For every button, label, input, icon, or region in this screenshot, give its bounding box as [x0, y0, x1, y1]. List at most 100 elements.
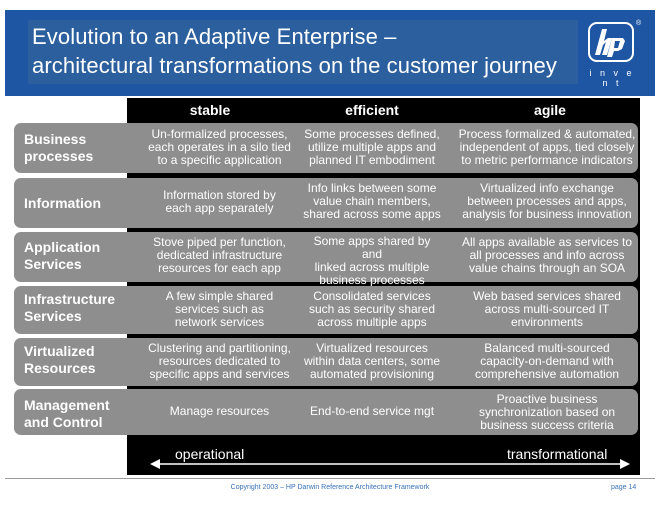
- cell-line: All apps available as services to: [461, 235, 633, 249]
- cell-line: End-to-end service mgt: [309, 404, 435, 418]
- cell-application-efficient: Some apps shared by and linked across mu…: [302, 235, 442, 287]
- cell-line: business success criteria: [480, 418, 614, 432]
- row-label-management-control: Management and Control: [24, 397, 110, 431]
- cell-line: business processes: [319, 273, 425, 287]
- row-label-line: Management: [24, 397, 110, 413]
- footer-divider: [5, 478, 655, 479]
- row-application-services: [14, 232, 638, 282]
- row-label-line: Resources: [24, 360, 96, 376]
- cell-line: A few simple shared: [165, 289, 274, 303]
- cell-management-agile: Proactive business synchronization based…: [452, 393, 642, 432]
- cell-line: all processes and info across: [469, 248, 625, 262]
- cell-line: environments: [510, 315, 584, 329]
- cell-line: Virtualized info exchange: [480, 181, 614, 195]
- row-label-virtualized-resources: Virtualized Resources: [24, 343, 96, 377]
- cell-business-stable: Un-formalized processes, each operates i…: [137, 128, 302, 167]
- cell-line: specific apps and services: [149, 367, 290, 381]
- cell-line: value chain members,: [313, 194, 431, 208]
- row-label-line: and Control: [24, 414, 103, 430]
- cell-management-efficient: End-to-end service mgt: [302, 405, 442, 418]
- cell-line: planned IT embodiment: [309, 153, 435, 167]
- cell-virtualized-stable: Clustering and partitioning, resources d…: [137, 342, 302, 381]
- row-label-line: Information: [24, 195, 101, 211]
- row-label-line: Services: [24, 308, 82, 324]
- cell-line: resources dedicated to: [158, 354, 281, 368]
- cell-line: utilize multiple apps and: [307, 140, 437, 154]
- row-label-infrastructure-services: Infrastructure Services: [24, 291, 115, 325]
- cell-line: Clustering and partitioning,: [148, 341, 291, 355]
- column-header-stable: stable: [189, 102, 231, 118]
- title-box: Evolution to an Adaptive Enterprise – ar…: [28, 20, 578, 84]
- cell-business-agile: Process formalized & automated, independ…: [452, 128, 642, 167]
- column-header-efficient: efficient: [345, 102, 399, 118]
- row-information: [14, 178, 638, 228]
- cell-line: automated provisioning: [309, 367, 435, 381]
- cell-line: each app separately: [165, 201, 274, 215]
- column-header-agile: agile: [534, 102, 566, 118]
- cell-line: Some apps shared by and: [313, 234, 431, 261]
- cell-virtualized-agile: Balanced multi-sourced capacity-on-deman…: [452, 342, 642, 381]
- cell-line: shared across some apps: [303, 207, 441, 221]
- cell-line: Some processes defined,: [304, 127, 440, 141]
- cell-line: Un-formalized processes,: [151, 127, 288, 141]
- slide-title-line-2: architectural transformations on the cus…: [32, 53, 557, 78]
- row-management-control: [14, 389, 638, 435]
- row-label-line: processes: [24, 148, 94, 164]
- cell-line: such as security shared: [308, 302, 436, 316]
- cell-line: Web based services shared: [473, 289, 621, 303]
- cell-line: across multiple apps: [317, 315, 427, 329]
- row-label-line: Application: [24, 239, 101, 255]
- cell-line: between processes and apps,: [467, 194, 627, 208]
- header-bar: Evolution to an Adaptive Enterprise – ar…: [5, 10, 655, 96]
- cell-business-efficient: Some processes defined, utilize multiple…: [302, 128, 442, 167]
- row-business-processes: [14, 123, 638, 173]
- row-virtualized-resources: [14, 338, 638, 386]
- cell-line: value chains through an SOA: [468, 261, 626, 275]
- cell-line: across multi-sourced IT: [484, 302, 610, 316]
- row-label-line: Business: [24, 131, 87, 147]
- cell-line: each operates in a silo tied: [148, 140, 291, 154]
- cell-line: synchronization based on: [478, 405, 616, 419]
- row-label-application-services: Application Services: [24, 239, 100, 273]
- cell-line: Stove piped per function,: [153, 235, 286, 249]
- arrow-label-transformational: transformational: [507, 446, 608, 462]
- slide-title-line-1: Evolution to an Adaptive Enterprise –: [32, 24, 397, 49]
- cell-line: Manage resources: [169, 404, 270, 418]
- cell-line: Consolidated services: [313, 289, 431, 303]
- cell-line: Virtualized resources: [316, 341, 428, 355]
- cell-management-stable: Manage resources: [137, 405, 302, 418]
- copyright-text: Copyright 2003 – HP Darwin Reference Arc…: [230, 484, 430, 491]
- cell-line: capacity-on-demand with: [480, 354, 614, 368]
- cell-line: Information stored by: [163, 188, 276, 202]
- cell-line: independent of apps, tied closely: [459, 140, 635, 154]
- cell-line: analysis for business innovation: [462, 207, 632, 221]
- cell-information-agile: Virtualized info exchange between proces…: [452, 182, 642, 221]
- cell-line: comprehensive automation: [474, 367, 620, 381]
- cell-line: Balanced multi-sourced: [484, 341, 610, 355]
- cell-line: Info links between some: [307, 181, 437, 195]
- hp-invent-tagline: i n v e n t: [589, 68, 635, 88]
- row-label-information: Information: [24, 195, 101, 212]
- cell-line: dedicated infrastructure: [156, 248, 283, 262]
- double-arrow-icon: [150, 459, 630, 469]
- cell-line: network services: [174, 315, 265, 329]
- row-label-line: Services: [24, 256, 82, 272]
- cell-information-stable: Information stored by each app separatel…: [137, 189, 302, 215]
- row-label-business-processes: Business processes: [24, 131, 93, 165]
- cell-line: resources for each app: [158, 261, 281, 275]
- cell-information-efficient: Info links between some value chain memb…: [302, 182, 442, 221]
- cell-line: within data centers, some: [303, 354, 441, 368]
- cell-virtualized-efficient: Virtualized resources within data center…: [302, 342, 442, 381]
- cell-infrastructure-efficient: Consolidated services such as security s…: [302, 290, 442, 329]
- cell-line: Proactive business: [496, 392, 598, 406]
- cell-line: to metric performance indicators: [461, 153, 633, 167]
- cell-infrastructure-stable: A few simple shared services such as net…: [137, 290, 302, 329]
- cell-line: to a specific application: [157, 153, 282, 167]
- hp-logo-icon: [588, 22, 634, 62]
- cell-line: linked across multiple: [314, 260, 430, 274]
- cell-infrastructure-agile: Web based services shared across multi-s…: [452, 290, 642, 329]
- registered-mark: ®: [636, 20, 642, 27]
- row-infrastructure-services: [14, 286, 638, 334]
- cell-line: Process formalized & automated,: [458, 127, 636, 141]
